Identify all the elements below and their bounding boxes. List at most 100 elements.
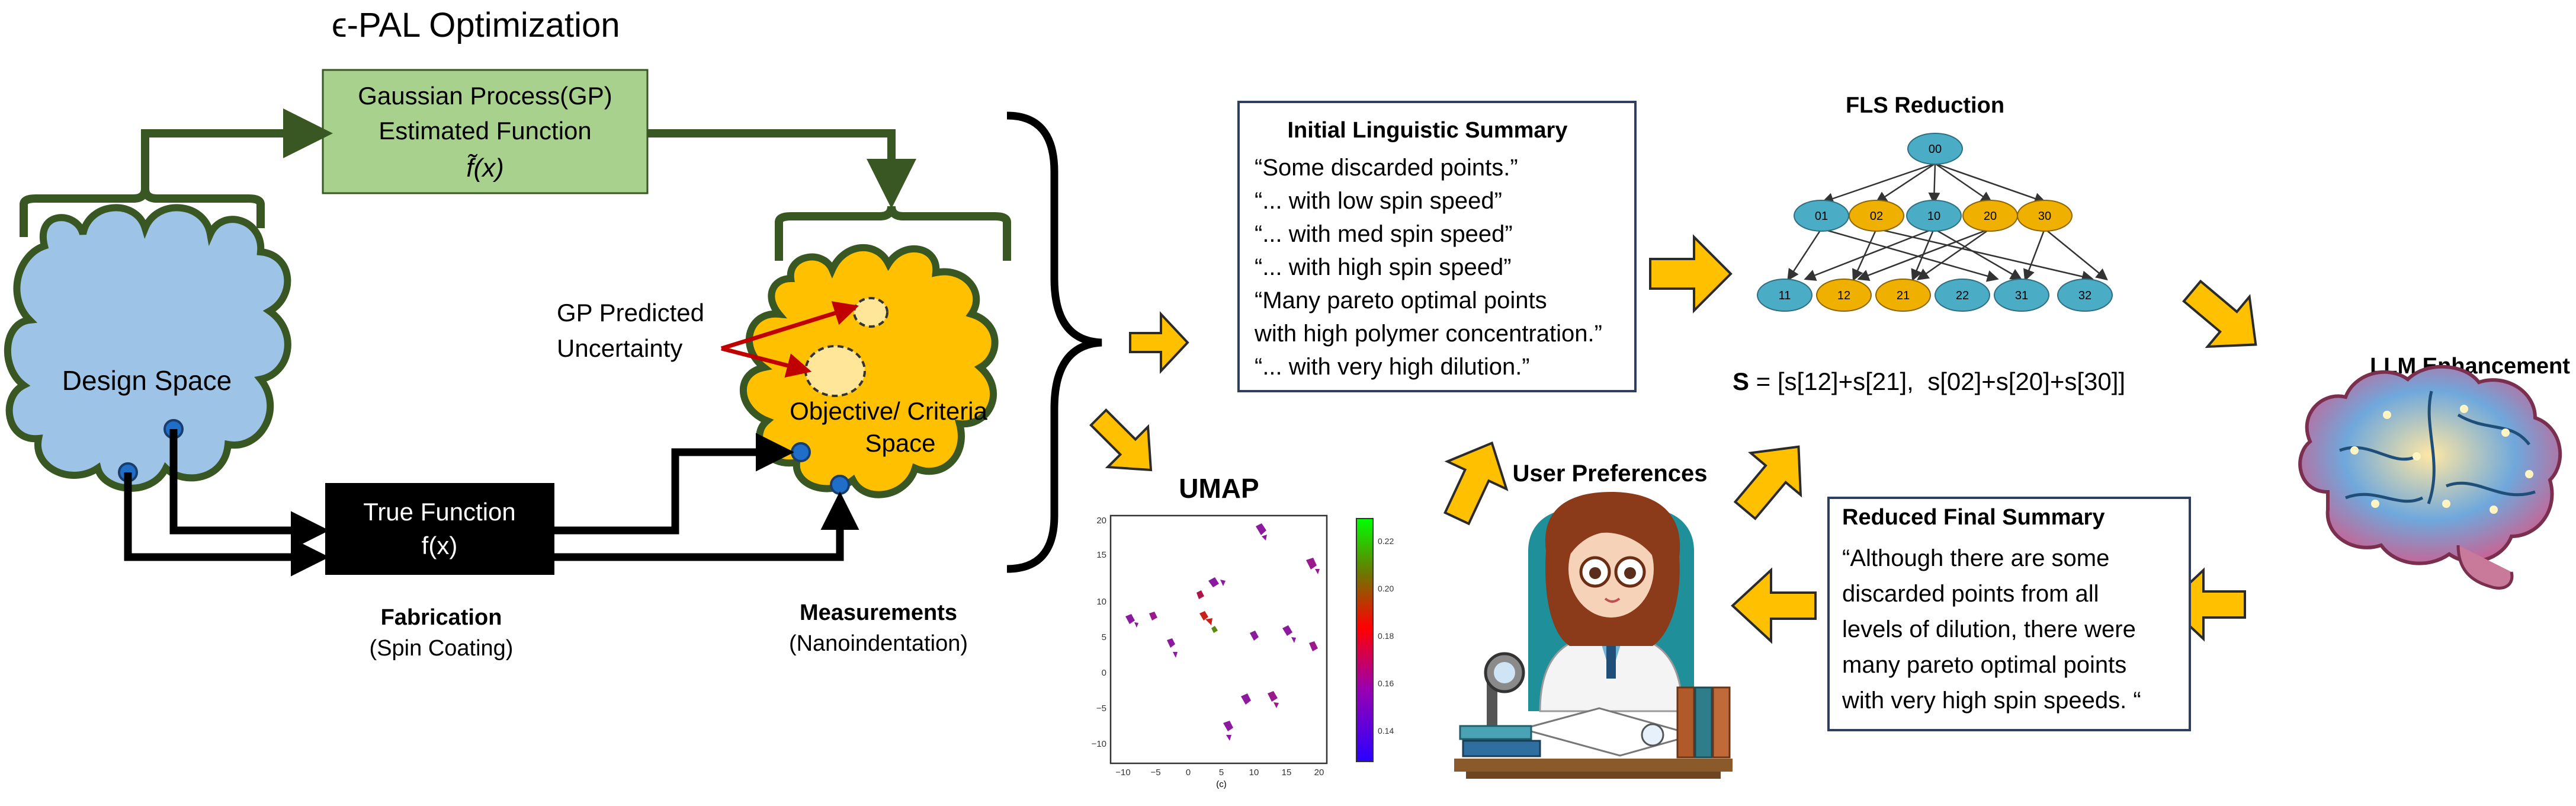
reduced-summary-title: Reduced Final Summary bbox=[1842, 505, 2105, 530]
process-arrows bbox=[124, 429, 859, 577]
umap-y-tick-2: 15 bbox=[1096, 550, 1106, 560]
gp-box-line2: Estimated Function bbox=[378, 117, 592, 145]
umap-colorbar-tick-2: 0.20 bbox=[1378, 584, 1394, 593]
umap-colorbar-tick-5: 0.14 bbox=[1378, 726, 1394, 735]
design-space-cloud: Design Space bbox=[4, 204, 291, 492]
initial-summary-box: Initial Linguistic Summary “Some discard… bbox=[1237, 101, 1637, 392]
books-icon bbox=[1459, 686, 1731, 759]
initial-summary-line-4: “... with high spin speed” bbox=[1255, 254, 1512, 280]
gp-connectors bbox=[20, 108, 1011, 261]
fls-node-12-label: 12 bbox=[1837, 289, 1850, 302]
fls-node-21: 21 bbox=[1875, 279, 1931, 312]
umap-colorbar bbox=[1356, 518, 1374, 762]
gp-uncertainty-label-2: Uncertainty bbox=[557, 334, 682, 362]
true-function-line2: f(x) bbox=[422, 532, 458, 559]
fls-node-31: 31 bbox=[1994, 279, 2049, 312]
fls-node-21-label: 21 bbox=[1897, 289, 1910, 302]
fls-node-11-label: 11 bbox=[1779, 289, 1791, 302]
arrow-user-to-initial-summary bbox=[1443, 441, 1509, 526]
umap-x-tick-1: −10 bbox=[1115, 767, 1130, 778]
umap-colorbar-tick-4: 0.16 bbox=[1378, 679, 1394, 688]
gp-uncertainty-label-1: GP Predicted bbox=[557, 299, 704, 327]
gp-uncertainty-ellipse-large bbox=[804, 345, 866, 397]
umap-x-tick-7: 20 bbox=[1314, 767, 1324, 778]
design-space-label: Design Space bbox=[62, 365, 232, 396]
fls-node-30-label: 30 bbox=[2038, 210, 2051, 223]
scientist-illustration bbox=[1454, 492, 1733, 779]
measurements-title: Measurements bbox=[800, 600, 957, 625]
arrow-to-user bbox=[1731, 567, 1817, 644]
umap-caption: (c) bbox=[1216, 779, 1227, 789]
fls-node-20: 20 bbox=[1962, 200, 2018, 232]
umap-x-ticks: −10 −5 0 5 10 15 20 bbox=[1115, 767, 1324, 778]
fls-formula-symbol: S bbox=[1733, 367, 1749, 395]
fls-node-32: 32 bbox=[2057, 279, 2113, 312]
fls-title: FLS Reduction bbox=[1846, 93, 2004, 118]
umap-y-tick-3: 10 bbox=[1096, 597, 1106, 607]
umap-colorbar-tick-1: 0.22 bbox=[1378, 536, 1394, 546]
fls-node-10-label: 10 bbox=[1927, 210, 1940, 223]
umap-y-tick-6: −5 bbox=[1096, 703, 1106, 714]
reduced-summary-line-3: levels of dilution, there were bbox=[1842, 616, 2136, 642]
objective-space-label-2: Space bbox=[865, 429, 935, 457]
umap-x-tick-2: −5 bbox=[1150, 767, 1160, 778]
fls-node-22-label: 22 bbox=[1956, 289, 1969, 302]
fabrication-title: Fabrication bbox=[381, 605, 502, 630]
fls-node-22: 22 bbox=[1935, 279, 1990, 312]
initial-summary-line-1: “Some discarded points.” bbox=[1255, 155, 1518, 181]
umap-colorbar-tick-3: 0.18 bbox=[1378, 631, 1394, 641]
initial-summary-line-3: “... with med spin speed” bbox=[1255, 221, 1513, 247]
reduced-summary-line-4: many pareto optimal points bbox=[1842, 652, 2126, 678]
umap-x-tick-3: 0 bbox=[1186, 767, 1191, 778]
fls-reduction-tree: FLS Reduction 00 01 02 10 20 30 11 12 21 bbox=[1733, 93, 2125, 395]
fls-node-01: 01 bbox=[1794, 200, 1849, 232]
gp-uncertainty-arrows bbox=[720, 301, 859, 378]
umap-plot: UMAP 20 15 10 5 0 −5 −10 −10 −5 0 5 10 1… bbox=[1092, 473, 1394, 789]
fls-node-30: 30 bbox=[2017, 200, 2073, 232]
fls-node-00-label: 00 bbox=[1929, 143, 1942, 156]
umap-x-tick-5: 10 bbox=[1249, 767, 1259, 778]
fls-edges bbox=[1787, 162, 2108, 283]
fls-node-01-label: 01 bbox=[1815, 210, 1828, 223]
measurements-subtitle: (Nanoindentation) bbox=[789, 631, 968, 656]
gp-estimated-function-box: Gaussian Process(GP) Estimated Function … bbox=[322, 69, 649, 194]
fls-node-02: 02 bbox=[1849, 200, 1904, 232]
user-preferences-label: User Preferences bbox=[1512, 460, 1707, 487]
outputs-brace bbox=[1006, 111, 1102, 573]
umap-x-tick-4: 5 bbox=[1219, 767, 1224, 778]
fls-formula-expression: = [s[12]+s[21], s[02]+s[20]+s[30]] bbox=[1749, 367, 2125, 395]
true-function-box: True Function f(x) bbox=[325, 483, 554, 575]
objective-space-label-1: Objective/ Criteria bbox=[790, 397, 987, 425]
reduced-summary-line-1: “Although there are some bbox=[1842, 545, 2109, 571]
arrow-to-umap bbox=[1089, 408, 1153, 472]
fls-node-10: 10 bbox=[1906, 200, 1962, 232]
umap-y-ticks: 20 15 10 5 0 −5 −10 bbox=[1092, 516, 1106, 749]
gp-uncertainty-ellipse-small bbox=[853, 297, 888, 328]
gp-box-line3: f̃(x) bbox=[466, 153, 504, 183]
diagram-title: ϵ-PAL Optimization bbox=[332, 6, 620, 44]
objective-point-1 bbox=[791, 442, 811, 462]
fls-node-32-label: 32 bbox=[2078, 289, 2091, 302]
umap-clusters bbox=[1125, 523, 1320, 741]
umap-y-tick-4: 5 bbox=[1102, 632, 1106, 642]
umap-colorbar-ticks: 0.22 0.20 0.18 0.16 0.14 bbox=[1378, 536, 1394, 735]
fls-node-11: 11 bbox=[1757, 279, 1812, 312]
fls-node-20-label: 20 bbox=[1984, 210, 1997, 223]
umap-y-tick-1: 20 bbox=[1096, 516, 1106, 526]
gp-box-line1: Gaussian Process(GP) bbox=[358, 82, 612, 110]
initial-summary-line-2: “... with low spin speed” bbox=[1255, 188, 1502, 214]
reduced-summary-box: Reduced Final Summary “Although there ar… bbox=[1827, 497, 2191, 731]
initial-summary-line-6: with high polymer concentration.” bbox=[1254, 321, 1602, 347]
true-function-line1: True Function bbox=[363, 498, 516, 526]
arrow-to-fls bbox=[1649, 234, 1733, 314]
umap-y-tick-5: 0 bbox=[1102, 668, 1106, 678]
brain-icon bbox=[2298, 364, 2562, 590]
reduced-summary-line-2: discarded points from all bbox=[1842, 581, 2099, 607]
fabrication-subtitle: (Spin Coating) bbox=[370, 636, 514, 661]
umap-axes bbox=[1109, 514, 1328, 765]
umap-y-tick-7: −10 bbox=[1092, 739, 1106, 749]
objective-space-cloud: Objective/ Criteria Space bbox=[739, 244, 999, 498]
umap-title: UMAP bbox=[1179, 473, 1259, 504]
fls-node-00: 00 bbox=[1907, 133, 1963, 165]
